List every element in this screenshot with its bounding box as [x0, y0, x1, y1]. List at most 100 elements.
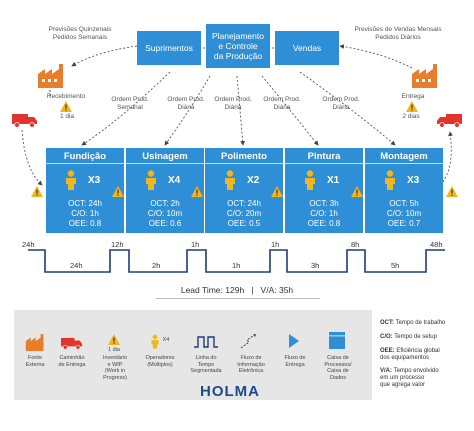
- legend-fluxo-entrega-label: Fluxo de Entrega: [284, 355, 306, 368]
- receiving-days: 1 dia: [59, 113, 75, 120]
- process-oee: OEE: 0.8: [307, 219, 341, 228]
- order-label-5: Ordem Prod. Diária: [322, 96, 360, 111]
- legend-va-key: V/A:: [380, 368, 392, 374]
- flow-order-fundicao: [81, 71, 171, 146]
- legend-va: V/A: Tempo envolvido em um processo que …: [380, 368, 470, 389]
- suprimentos-label: Suprimentos: [145, 43, 193, 53]
- process-title: Fundição: [46, 148, 124, 164]
- legend-fluxo-info-label: Fluxo de Informação Eletrônica: [237, 355, 265, 374]
- timeline-process-2: 2h: [152, 261, 161, 270]
- supplier-factory-icon: [38, 64, 63, 88]
- flow-receiving: [21, 129, 43, 186]
- legend-oct-desc: Tempo de trabalho: [395, 320, 446, 326]
- process-oee: OEE: 0.8: [68, 219, 102, 228]
- planejamento-box: Planejamento e Controle da Produção: [206, 24, 270, 68]
- legend-warning-icon: [108, 334, 120, 345]
- order-label-3: Ordem Prod. Diária: [214, 96, 252, 111]
- legend-va-desc: Tempo envolvido em um processo que agreg…: [380, 368, 439, 388]
- timeline-wait-2: 12h: [111, 240, 124, 249]
- process-title: Polimento: [205, 148, 283, 164]
- vendas-box: Vendas: [275, 31, 339, 65]
- process-co: C/O: 1h: [71, 209, 99, 218]
- legend-inventario-days: 1 dia: [108, 347, 120, 353]
- suprimentos-box: Suprimentos: [137, 31, 201, 65]
- order-label-2: Ordem Prod. Diária: [167, 96, 205, 111]
- timeline-wait-5: 8h: [351, 240, 360, 249]
- operator-icon: [225, 170, 235, 190]
- operator-count: X3: [407, 175, 420, 186]
- legend-inventario-label: Inventário e WIP (Work in Progress): [102, 355, 128, 381]
- timeline-wait-4: 1h: [271, 240, 280, 249]
- inventory-warning-icon: [191, 186, 203, 197]
- process-oee: OEE: 0.6: [148, 219, 182, 228]
- process-box-pintura: Pintura X1 OCT: 3h C/O: 1h OEE: 0.8: [285, 148, 363, 233]
- legend-co-desc: Tempo de setup: [394, 334, 437, 340]
- vendas-label: Vendas: [292, 43, 322, 53]
- legend-operadores-label: Operadores (Múltiplos): [145, 355, 175, 368]
- inventory-warning-icon: [31, 186, 43, 197]
- receiving-label: Recebimento: [46, 93, 86, 100]
- inventory-warning-icon: [351, 186, 363, 197]
- operator-count: X4: [168, 175, 181, 186]
- operator-icon: [305, 170, 315, 190]
- brand-logo: HOLMA: [200, 383, 260, 400]
- shipping-truck-icon: [437, 114, 462, 128]
- timeline-process-4: 3h: [311, 261, 320, 270]
- legend-timeline-icon: [194, 336, 218, 348]
- receiving-truck-icon: [12, 114, 37, 128]
- operator-icon: [146, 170, 156, 190]
- legend-operator-multiplier: X4: [162, 337, 170, 343]
- operator-icon: [385, 170, 395, 190]
- timeline-wait-6: 48h: [430, 240, 443, 249]
- process-oee: OEE: 0.5: [227, 219, 261, 228]
- order-label-1: Ordem Prod. Semanal: [111, 96, 149, 111]
- legend-co-key: C/O:: [380, 334, 393, 340]
- timeline-process-3: 1h: [232, 261, 241, 270]
- legend-operator-icon: [151, 334, 159, 349]
- customer-factory-icon: [412, 64, 437, 88]
- timeline-line: [28, 249, 445, 273]
- process-oee: OEE: 0.7: [387, 219, 421, 228]
- legend-oee-key: OEE:: [380, 348, 395, 354]
- supplier-forecast-note: Previsões Quinzenais Pedidos Semanais: [48, 26, 112, 41]
- inventory-warning-icon: [112, 186, 124, 197]
- process-oct: OCT: 3h: [309, 199, 339, 208]
- process-box-usinagem: Usinagem X4 OCT: 2h C/O: 10m OEE: 0.6: [126, 148, 204, 233]
- legend-oct-key: OCT:: [380, 320, 394, 326]
- flow-customer-to-vendas: [339, 44, 413, 69]
- shipping-warning-icon: [406, 101, 418, 112]
- legend-factory-icon: [25, 334, 44, 351]
- inventory-warning-icon: [446, 186, 458, 197]
- legend-process-box-icon: [329, 332, 345, 349]
- customer-forecast-note: Previsões de Vendas Mensais Pedidos Diár…: [354, 26, 442, 41]
- process-oct: OCT: 24h: [227, 199, 261, 208]
- legend-linha-label: Linha do Tempo Segmentada: [190, 355, 222, 374]
- inventory-warning-icon: [271, 186, 283, 197]
- operator-count: X3: [88, 175, 101, 186]
- order-label-4: Ordem Prod. Diária: [263, 96, 301, 111]
- process-oct: OCT: 5h: [389, 199, 419, 208]
- operator-icon: [66, 170, 76, 190]
- flow-shipping: [439, 131, 453, 186]
- legend-oee-desc: Eficiência global dos equipamentos: [380, 348, 440, 361]
- timeline-wait-1: 24h: [22, 240, 35, 249]
- process-oct: OCT: 24h: [68, 199, 102, 208]
- legend-oee: OEE: Eficiência global dos equipamentos: [380, 348, 470, 362]
- flow-order-usinagem: [164, 75, 211, 146]
- lead-time-summary: Lead Time: 129h | V/A: 35h: [180, 285, 294, 295]
- legend-caminhao-label: Caminhão de Entrega: [58, 355, 86, 368]
- receiving-warning-icon: [60, 101, 72, 112]
- planejamento-label: Planejamento e Controle da Produção: [212, 31, 264, 61]
- process-co: C/O: 20m: [226, 209, 262, 218]
- process-box-polimento: Polimento X2 OCT: 24h C/O: 20m OEE: 0.5: [205, 148, 283, 233]
- process-oct: OCT: 2h: [150, 199, 180, 208]
- timeline-wait-3: 1h: [191, 240, 200, 249]
- timeline-process-1: 24h: [70, 261, 83, 270]
- legend-panel: [14, 310, 372, 400]
- process-box-fundicao: Fundição X3 OCT: 24h C/O: 1h OEE: 0.8: [46, 148, 124, 233]
- legend-co: C/O: Tempo de setup: [380, 334, 437, 341]
- legend-caixa-label: Caixa de Processos/ Caixa de Dados: [324, 355, 352, 381]
- lead-time-rule: [156, 298, 320, 299]
- process-co: C/O: 10m: [386, 209, 422, 218]
- legend-delivery-flow-icon: [289, 334, 299, 348]
